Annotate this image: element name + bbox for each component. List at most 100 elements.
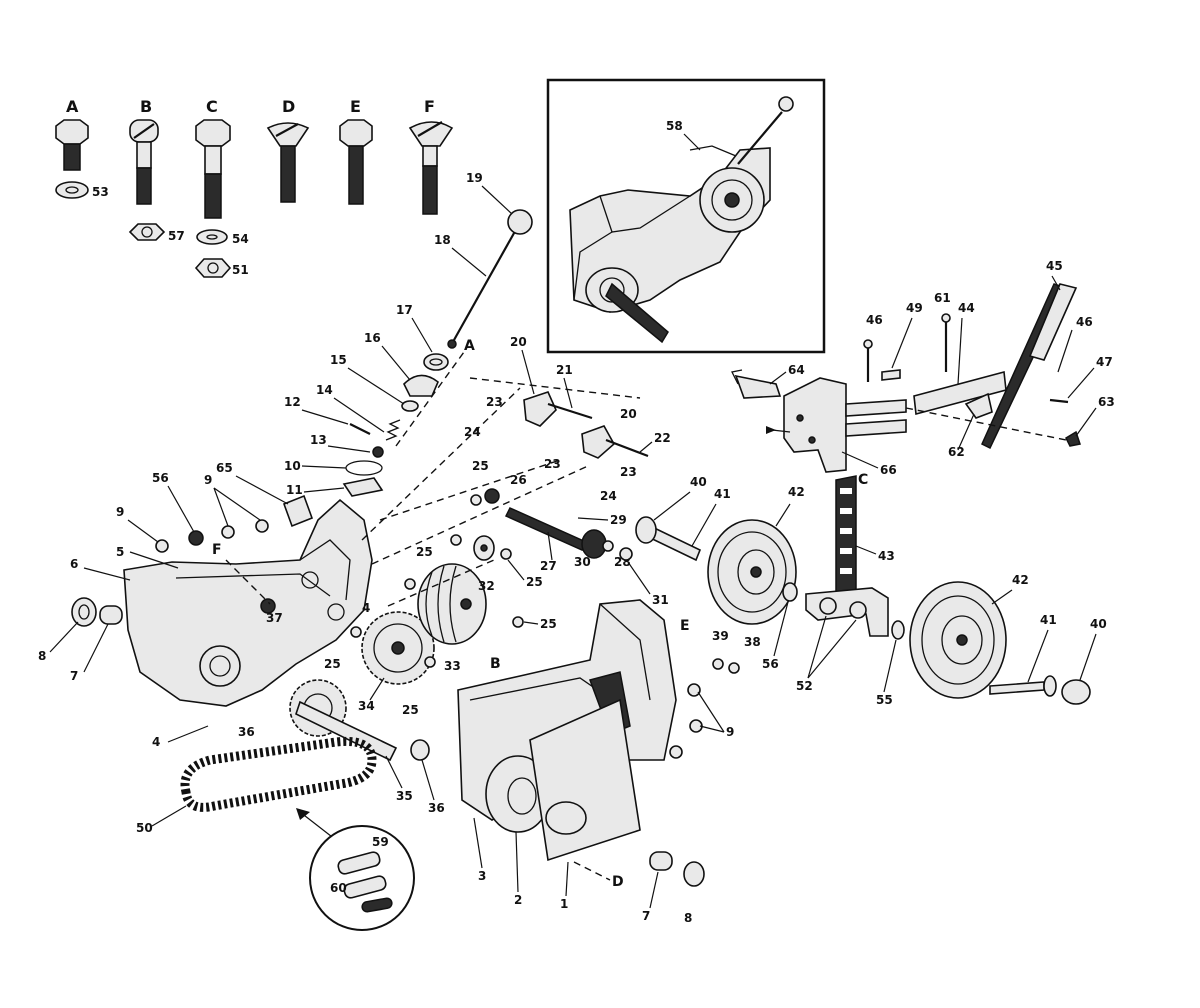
bolt-D-icon bbox=[266, 122, 310, 203]
nut-57-icon bbox=[128, 223, 166, 241]
right-bearing: 7 8 bbox=[642, 851, 705, 925]
fastener-key: A B C D E F bbox=[55, 97, 454, 278]
callout-36-b: 36 bbox=[238, 725, 255, 739]
callout-58-inset: 58 bbox=[666, 119, 683, 133]
bolt-F-icon bbox=[408, 121, 454, 215]
callout-7-a: 7 bbox=[70, 669, 78, 683]
callout-6: 6 bbox=[70, 557, 78, 571]
callout-25-d: 25 bbox=[324, 657, 341, 671]
callout-9-c: 9 bbox=[726, 725, 734, 739]
callout-52: 52 bbox=[796, 679, 813, 693]
shift-fork-assembly: 20 21 20 22 23 24 23 23 24 bbox=[361, 335, 671, 607]
washer-53-icon bbox=[55, 181, 89, 199]
callout-4-a: 4 bbox=[152, 735, 160, 749]
callout-65: 65 bbox=[216, 461, 233, 475]
letter-E: E bbox=[350, 97, 361, 116]
callout-25-e: 25 bbox=[416, 545, 433, 559]
callout-16: 16 bbox=[364, 331, 381, 345]
callout-42-b: 42 bbox=[1012, 573, 1029, 587]
callout-40-b: 40 bbox=[1090, 617, 1107, 631]
callout-49: 49 bbox=[906, 301, 923, 315]
callout-51: 51 bbox=[232, 263, 249, 277]
right-housing: E B D 39 38 9 1 2 3 bbox=[457, 599, 761, 911]
callout-56-b: 56 bbox=[762, 657, 779, 671]
callout-12: 12 bbox=[284, 395, 301, 409]
callout-57: 57 bbox=[168, 229, 185, 243]
callout-53: 53 bbox=[92, 185, 109, 199]
callout-30: 30 bbox=[574, 555, 591, 569]
callout-19: 19 bbox=[466, 171, 483, 185]
callout-66: 66 bbox=[880, 463, 897, 477]
callout-11: 11 bbox=[286, 483, 303, 497]
callout-8-a: 8 bbox=[38, 649, 46, 663]
callout-3: 3 bbox=[478, 869, 486, 883]
callout-17: 17 bbox=[396, 303, 413, 317]
callout-56-a: 56 bbox=[152, 471, 169, 485]
callout-15: 15 bbox=[330, 353, 347, 367]
callout-46-b: 46 bbox=[1076, 315, 1093, 329]
assembly-inset: 58 bbox=[546, 78, 826, 354]
letter-E-callout: E bbox=[680, 618, 690, 634]
callout-50: 50 bbox=[136, 821, 153, 835]
wheel-left: 40 41 42 56 bbox=[635, 475, 805, 671]
letter-A: A bbox=[66, 97, 79, 116]
letter-C-callout: C bbox=[858, 472, 868, 488]
callout-25-a: 25 bbox=[526, 575, 543, 589]
callout-36-a: 36 bbox=[428, 801, 445, 815]
upper-small-parts: 17 16 15 14 12 13 10 11 65 bbox=[116, 303, 475, 553]
callout-2: 2 bbox=[514, 893, 522, 907]
callout-20-a: 20 bbox=[510, 335, 527, 349]
callout-25-c: 25 bbox=[402, 703, 419, 717]
callout-25-f: 25 bbox=[472, 459, 489, 473]
nut-51-icon bbox=[194, 258, 232, 278]
letter-D-callout: D bbox=[612, 874, 624, 890]
bolt-E-icon bbox=[339, 119, 373, 205]
callout-14: 14 bbox=[316, 383, 333, 397]
letter-C: C bbox=[206, 97, 218, 116]
callout-26: 26 bbox=[510, 473, 527, 487]
callout-54: 54 bbox=[232, 232, 249, 246]
callout-1: 1 bbox=[560, 897, 568, 911]
callout-9-a: 9 bbox=[204, 473, 212, 487]
callout-5: 5 bbox=[116, 545, 124, 559]
letter-F: F bbox=[424, 97, 435, 116]
callout-55: 55 bbox=[876, 693, 893, 707]
drive-chain: 50 bbox=[136, 736, 377, 841]
letter-D: D bbox=[282, 97, 295, 116]
callout-18: 18 bbox=[434, 233, 451, 247]
callout-61: 61 bbox=[934, 291, 951, 305]
callout-63: 63 bbox=[1098, 395, 1115, 409]
callout-45: 45 bbox=[1046, 259, 1063, 273]
callout-42-a: 42 bbox=[788, 485, 805, 499]
callout-10: 10 bbox=[284, 459, 301, 473]
callout-31: 31 bbox=[652, 593, 669, 607]
callout-60: 60 bbox=[330, 881, 347, 895]
callout-39: 39 bbox=[712, 629, 729, 643]
callout-23-b: 23 bbox=[620, 465, 637, 479]
wheel-right: 55 42 41 40 bbox=[876, 573, 1107, 707]
bolt-C-icon bbox=[195, 119, 231, 219]
washer-54-icon bbox=[196, 229, 228, 245]
callout-29: 29 bbox=[610, 513, 627, 527]
callout-64: 64 bbox=[788, 363, 805, 377]
left-housing: F 5 6 37 bbox=[70, 498, 373, 707]
callout-23-c: 23 bbox=[544, 457, 561, 471]
letter-B: B bbox=[140, 97, 152, 116]
callout-35: 35 bbox=[396, 789, 413, 803]
callout-23-a: 23 bbox=[486, 395, 503, 409]
callout-47: 47 bbox=[1096, 355, 1113, 369]
callout-22: 22 bbox=[654, 431, 671, 445]
callout-20-b: 20 bbox=[620, 407, 637, 421]
callout-9-b: 9 bbox=[116, 505, 124, 519]
callout-21: 21 bbox=[556, 363, 573, 377]
hitch-assembly: 66 C 64 44 61 46 49 62 45 46 47 63 bbox=[731, 259, 1115, 488]
callout-34: 34 bbox=[358, 699, 375, 713]
callout-37: 37 bbox=[266, 611, 283, 625]
callout-44: 44 bbox=[958, 301, 975, 315]
bolt-A-icon bbox=[55, 119, 89, 171]
callout-40-a: 40 bbox=[690, 475, 707, 489]
callout-62: 62 bbox=[948, 445, 965, 459]
callout-7-b: 7 bbox=[642, 909, 650, 923]
